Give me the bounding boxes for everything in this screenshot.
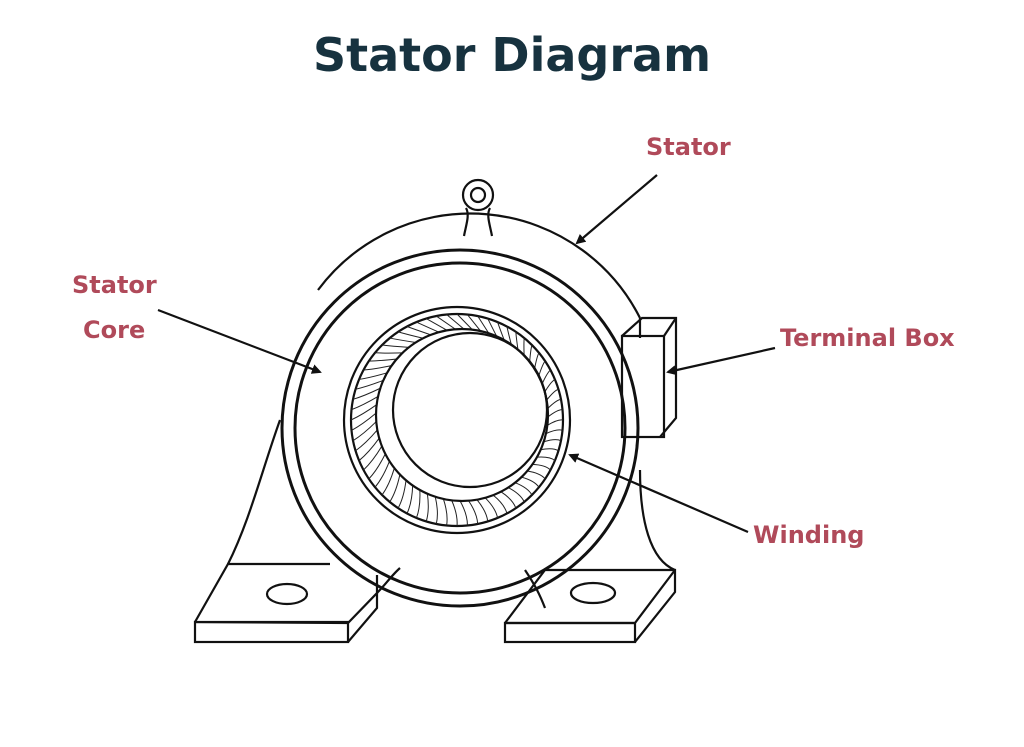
winding-wire [456,313,473,330]
winding-wire [467,314,482,332]
winding-wire [368,358,397,362]
winding-wire [406,485,414,514]
terminal-box-arrow [666,346,776,376]
winding-wire [484,497,499,519]
label-stator-core-line1: Stator [72,271,157,299]
winding-wire [355,379,384,390]
winding-wire [363,445,383,471]
winding-wire [374,461,390,488]
winding-wire [507,487,525,503]
bolt-hole-right [569,581,617,605]
winding [342,305,572,535]
winding-wire [416,321,440,333]
winding-wire [355,429,378,452]
label-stator: Stator [646,133,731,161]
stator-frame-ring [280,248,640,608]
label-winding: Winding [753,521,865,549]
foot-right [503,568,677,644]
winding-wire [477,315,490,334]
winding-wire [521,476,540,488]
winding-wire [434,496,438,525]
winding-wire [389,337,416,343]
winding-wire [350,404,377,421]
winding-wire [529,344,533,362]
winding-wire [547,409,563,418]
diagram-title: Stator Diagram [312,28,712,82]
winding-wire [534,352,540,369]
eye-bolt [461,178,495,237]
winding-wire [540,448,559,452]
winding-wire [436,315,456,330]
winding-wire [368,453,386,480]
winding-wire [358,437,380,461]
label-terminal-box: Terminal Box [780,324,955,352]
label-stator-core-line2: Core [83,316,146,344]
foot-left [193,562,379,644]
winding-wire [459,500,468,526]
winding-arrow [568,453,749,534]
winding-wire [500,491,517,509]
winding-wire [358,372,388,380]
stator-housing [317,212,641,319]
winding-wire [532,463,551,471]
winding-wire [352,387,381,400]
winding-wire [492,494,508,514]
bolt-hole-left [265,582,309,606]
winding-wire [381,344,409,348]
winding-wire [538,360,546,377]
winding-wire [547,419,564,426]
terminal-box [620,316,678,439]
winding-wire [536,456,556,461]
winding-wire [406,326,431,336]
stator-arrow [575,174,658,245]
winding-wire [543,439,562,443]
winding-wire [363,365,392,371]
winding-wire [446,314,465,330]
winding-wire [451,500,458,527]
winding-wire [442,498,448,526]
winding-wire [506,326,512,345]
winding-wire [487,318,498,337]
rotor-bore [391,331,549,489]
winding-wire [397,480,407,509]
winding-wire [389,474,401,503]
winding-wire [547,398,562,409]
winding-wire [425,318,448,331]
winding-wire [425,493,429,522]
winding-wire [468,500,479,524]
winding-wire [545,429,563,435]
winding-wire [351,412,377,431]
winding-wire [352,421,377,442]
winding-wire [544,378,556,393]
winding-wire [514,482,533,496]
winding-wire [351,395,379,411]
winding-wire [541,369,551,385]
winding-wire [381,467,395,496]
winding-wire [527,470,546,480]
winding-wire [546,388,559,401]
pedestal-left [227,419,401,594]
winding-wire [497,321,505,341]
winding-wire [397,331,424,339]
stator-core-arrow [157,308,322,374]
stator-core-ring [293,261,627,595]
winding-wire [415,489,421,519]
winding-wire [476,499,489,522]
winding-wire [515,331,519,350]
